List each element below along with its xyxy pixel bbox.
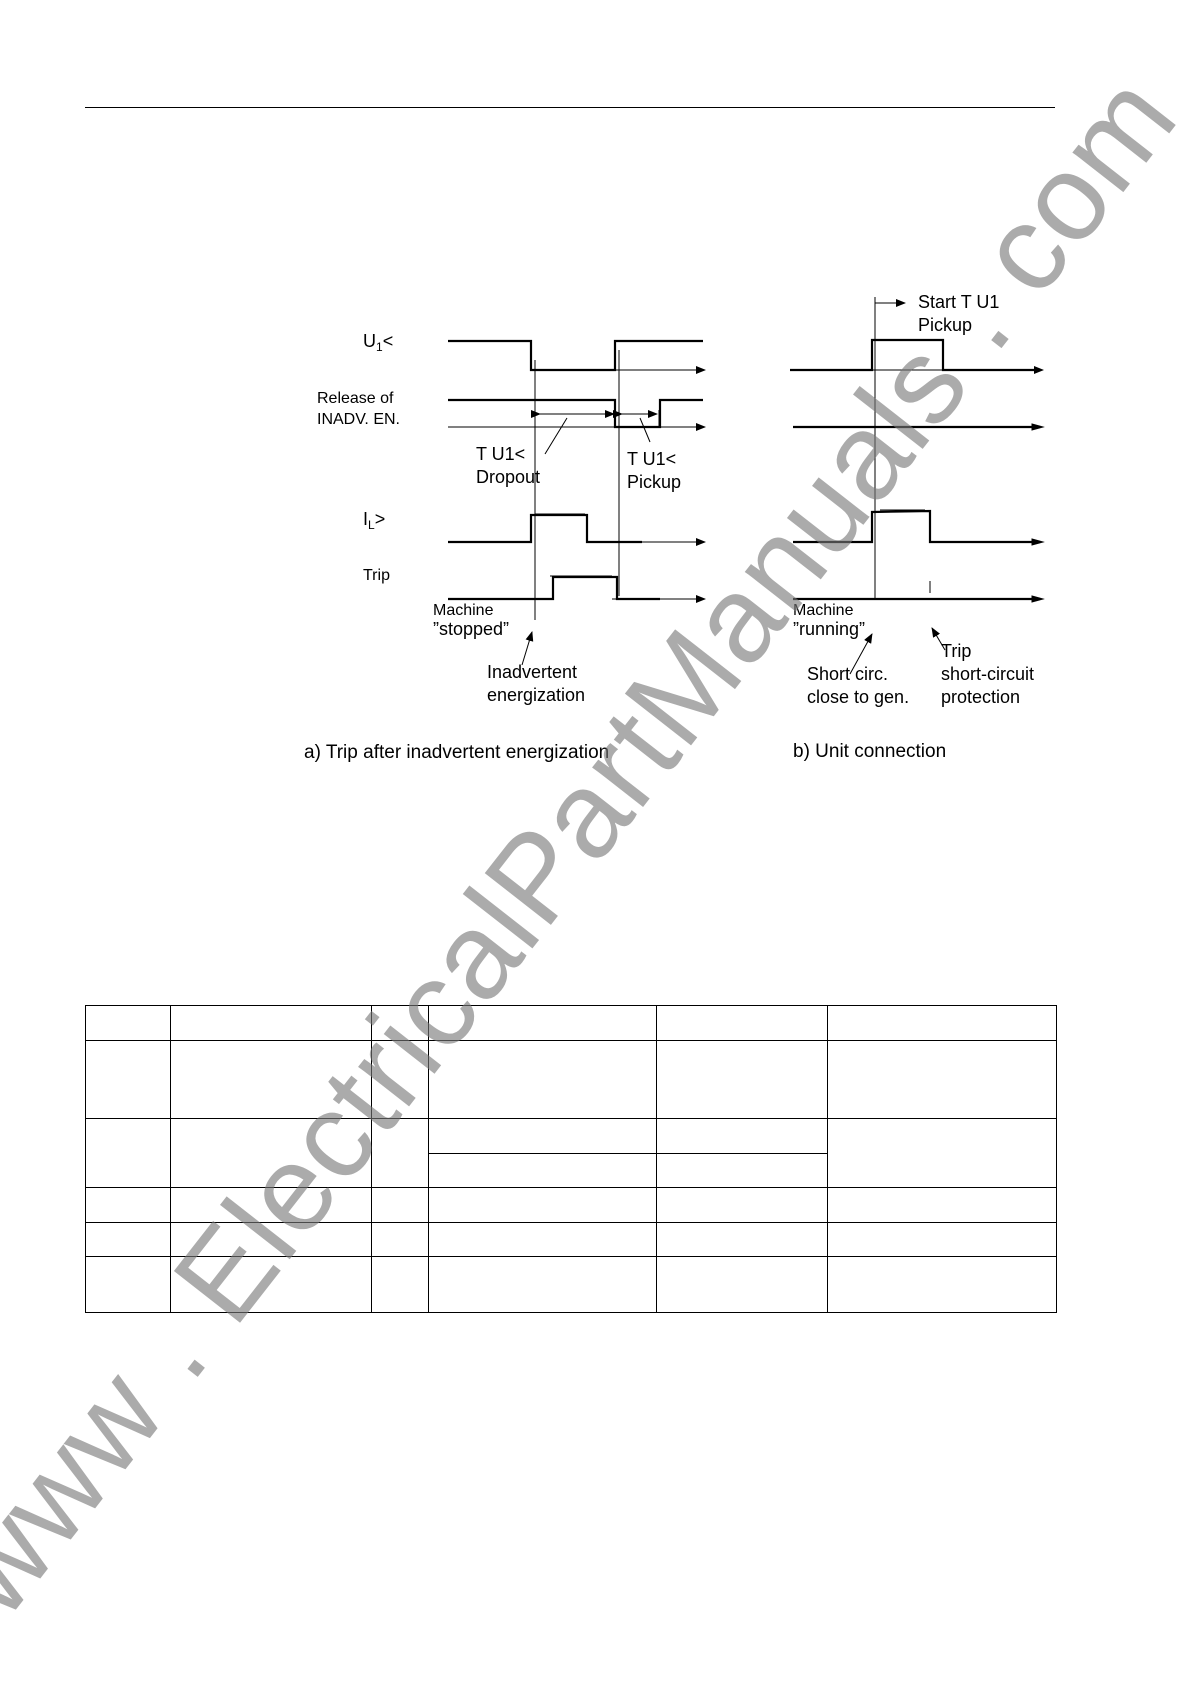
table-cell bbox=[170, 1040, 372, 1119]
table-cell bbox=[827, 1040, 1057, 1119]
table-cell bbox=[85, 1005, 171, 1041]
table-cell bbox=[85, 1187, 171, 1223]
release-label-line2: INADV. EN. bbox=[317, 411, 400, 428]
table-cell bbox=[827, 1187, 1057, 1223]
table-cell bbox=[656, 1222, 828, 1257]
release-label-line1: Release of bbox=[317, 390, 394, 407]
table-row bbox=[85, 1040, 1057, 1119]
table-cell bbox=[428, 1222, 657, 1257]
timing-diagram-figure: U1< Release of INADV. EN. IL> Trip T U1<… bbox=[0, 0, 1190, 800]
table-cell bbox=[428, 1040, 657, 1119]
table-cell bbox=[371, 1187, 429, 1223]
dropout-label-line1: T U1< bbox=[476, 444, 526, 464]
table-cell bbox=[170, 1005, 372, 1041]
header-rule bbox=[85, 107, 1055, 108]
dropout-label-line2: Dropout bbox=[476, 467, 541, 487]
machine-stopped-line2: ”stopped” bbox=[433, 619, 510, 639]
u1-label: U1< bbox=[363, 331, 394, 354]
table-cell bbox=[656, 1005, 828, 1041]
table-cell bbox=[170, 1222, 372, 1257]
table-cell bbox=[827, 1118, 1057, 1188]
table-cell bbox=[85, 1040, 171, 1119]
table-cell bbox=[428, 1256, 657, 1313]
energization-label-line1: Inadvertent bbox=[487, 662, 578, 682]
table-cell bbox=[428, 1153, 657, 1188]
table-cell bbox=[827, 1222, 1057, 1257]
right-u1-waveform bbox=[790, 338, 1040, 372]
table-cell bbox=[428, 1118, 657, 1154]
timing-diagram bbox=[448, 297, 1045, 675]
il-waveform bbox=[448, 513, 642, 544]
table-cell bbox=[371, 1118, 429, 1188]
dropout-leader bbox=[544, 417, 568, 455]
table-cell bbox=[371, 1222, 429, 1257]
table-cell bbox=[428, 1005, 657, 1041]
short-circuit-line1: Short circ. bbox=[807, 664, 889, 684]
short-circuit-leader bbox=[849, 633, 873, 675]
pickup-label-line1: T U1< bbox=[627, 449, 677, 469]
table-cell bbox=[827, 1256, 1057, 1313]
energization-label-line2: energization bbox=[487, 685, 586, 705]
short-circuit-line2: close to gen. bbox=[807, 687, 910, 707]
table-cell bbox=[170, 1118, 372, 1188]
table-cell bbox=[656, 1187, 828, 1223]
table-row bbox=[85, 1187, 1057, 1223]
trip-label: Trip bbox=[363, 567, 390, 584]
table-cell bbox=[170, 1187, 372, 1223]
table-row bbox=[85, 1118, 1057, 1188]
trip-protection-line2: short-circuit bbox=[941, 664, 1035, 684]
energization-leader bbox=[521, 631, 534, 666]
start-label-line2: Pickup bbox=[918, 315, 973, 335]
table-cell bbox=[85, 1256, 171, 1313]
table-cell bbox=[656, 1256, 828, 1313]
table-cell bbox=[827, 1005, 1057, 1041]
pickup-leader bbox=[639, 417, 651, 443]
release-waveform bbox=[448, 398, 703, 429]
table-cell bbox=[428, 1187, 657, 1223]
start-label-line1: Start T U1 bbox=[918, 292, 1000, 312]
trip-protection-line3: protection bbox=[941, 687, 1021, 707]
trip-protection-line1: Trip bbox=[941, 641, 972, 661]
settings-table bbox=[85, 1005, 1057, 1313]
table-header-row bbox=[85, 1005, 1057, 1041]
table-cell bbox=[371, 1256, 429, 1313]
right-il-waveform bbox=[793, 509, 1040, 544]
machine-stopped-line1: Machine bbox=[433, 602, 494, 619]
table-row bbox=[85, 1256, 1057, 1313]
table-cell bbox=[85, 1118, 171, 1188]
machine-running-line1: Machine bbox=[793, 602, 854, 619]
right-trip-arrowhead bbox=[1031, 595, 1045, 603]
table-cell bbox=[656, 1040, 828, 1119]
table-row bbox=[85, 1222, 1057, 1257]
table-cell bbox=[656, 1153, 828, 1188]
machine-running-line2: ”running” bbox=[793, 619, 866, 639]
table-cell bbox=[85, 1222, 171, 1257]
u1-waveform bbox=[448, 339, 703, 372]
pickup-label-line2: Pickup bbox=[627, 472, 682, 492]
caption-b: b) Unit connection bbox=[793, 741, 947, 762]
right-il-arrowhead bbox=[1031, 538, 1045, 546]
trip-leader bbox=[931, 627, 946, 651]
table-cell bbox=[371, 1040, 429, 1119]
table-cell bbox=[656, 1118, 828, 1154]
caption-a: a) Trip after inadvertent energization bbox=[304, 742, 610, 763]
right-release-arrowhead bbox=[1031, 423, 1045, 431]
table-cell bbox=[170, 1256, 372, 1313]
il-label: IL> bbox=[363, 509, 386, 532]
trip-waveform bbox=[448, 575, 660, 601]
table-cell bbox=[371, 1005, 429, 1041]
